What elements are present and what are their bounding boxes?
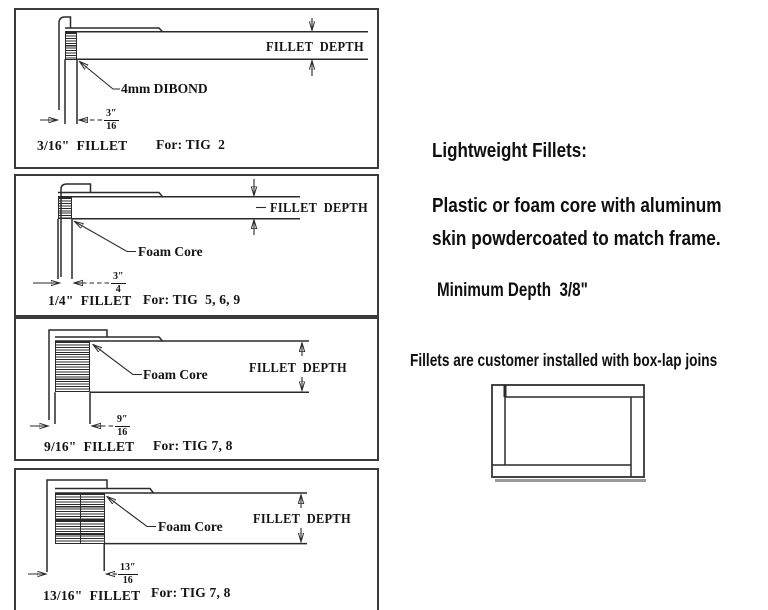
description-line-1: Plastic or foam core with aluminum: [432, 195, 722, 217]
dimension-fraction: 9″ 16: [115, 415, 130, 438]
fillet-hatch-block: [55, 493, 105, 544]
install-note: Fillets are customer installed with box-…: [410, 350, 718, 370]
fraction-denominator: 16: [122, 575, 133, 586]
fillet-panel-tig78-b: FILLET DEPTH Foam Core 13″ 16 13/16" FIL…: [14, 468, 379, 610]
cross-section-drawing: [40, 16, 368, 124]
cross-section-drawing: [33, 179, 300, 311]
description-line-2: skin powdercoated to match frame.: [432, 228, 721, 250]
fillet-depth-label: FILLET DEPTH: [266, 38, 364, 54]
fillet-depth-label: FILLET DEPTH: [249, 359, 347, 375]
hatch-grid-divider: [56, 533, 104, 535]
cross-section-drawing: [30, 329, 309, 455]
minimum-depth-note: Minimum Depth 3/8": [437, 280, 588, 301]
fraction-denominator: 4: [115, 284, 121, 295]
fillet-hatch-block: [65, 31, 78, 60]
fillet-size-caption: 3/16" FILLET: [37, 138, 128, 153]
section-title: Lightweight Fillets:: [432, 140, 587, 162]
fillet-size-caption: 13/16" FILLET: [43, 587, 141, 603]
hatch-grid-divider: [56, 519, 104, 521]
fillet-size-caption: 1/4" FILLET: [48, 292, 132, 308]
hatch-grid-divider: [79, 494, 82, 543]
hatch-grid-divider: [56, 505, 104, 508]
material-label: Foam Core: [138, 244, 203, 259]
material-label: 4mm DIBOND: [121, 81, 208, 96]
fillet-depth-label: FILLET DEPTH: [253, 511, 351, 526]
fraction-numerator: 9″: [115, 414, 130, 427]
for-models-caption: For: TIG 7, 8: [153, 437, 233, 453]
fraction-numerator: 3″: [104, 108, 119, 121]
material-label: Foam Core: [143, 366, 208, 382]
fraction-denominator: 16: [117, 427, 128, 438]
dimension-fraction: 13″ 16: [118, 563, 138, 586]
dimension-fraction: 3″ 16: [104, 109, 119, 132]
dimension-fraction: 3″ 4: [111, 272, 126, 295]
material-label: Foam Core: [158, 518, 223, 534]
fillet-size-caption: 9/16" FILLET: [44, 439, 135, 454]
fillet-panel-tig569: FILLET DEPTH Foam Core 3″ 4 1/4" FILLET …: [14, 174, 379, 317]
for-models-caption: For: TIG 7, 8: [151, 585, 231, 600]
fraction-numerator: 3″: [111, 271, 126, 284]
fraction-numerator: 13″: [118, 562, 138, 575]
box-lap-joint-diagram: [491, 384, 646, 482]
fillet-panel-tig2: FILLET DEPTH 4mm DIBOND 3″ 16 3/16" FILL…: [14, 8, 379, 169]
fillet-panel-tig78-a: FILLET DEPTH Foam Core 9″ 16 9/16" FILLE…: [14, 317, 379, 461]
fillet-depth-label: FILLET DEPTH: [270, 200, 368, 215]
fraction-denominator: 16: [106, 121, 117, 132]
fillet-hatch-block: [58, 196, 73, 219]
for-models-caption: For: TIG 2: [156, 137, 226, 152]
for-models-caption: For: TIG 5, 6, 9: [143, 291, 241, 307]
fillet-hatch-block: [55, 341, 91, 393]
